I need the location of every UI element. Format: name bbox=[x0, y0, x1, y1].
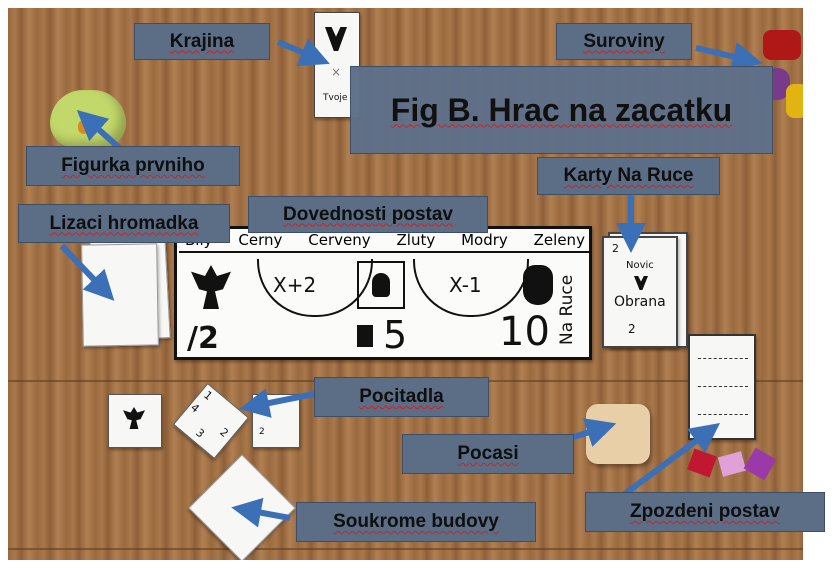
five-text: 5 bbox=[383, 313, 408, 357]
draw-pile-card bbox=[81, 243, 159, 347]
color-label: Zluty bbox=[396, 231, 436, 249]
x-plus-text: X+2 bbox=[273, 273, 317, 297]
landscape-text: Tvoje bbox=[323, 93, 348, 103]
landscape-mark: × bbox=[331, 65, 342, 79]
label-figurka: Figurka prvniho bbox=[26, 146, 240, 186]
person-icon-frame bbox=[357, 261, 405, 309]
divider bbox=[179, 251, 589, 253]
color-label: Zeleny bbox=[533, 231, 585, 249]
weather-die bbox=[586, 404, 650, 464]
person-icon bbox=[372, 273, 390, 297]
color-label: Modry bbox=[461, 231, 508, 249]
eagle-icon bbox=[123, 407, 145, 429]
gem-purple bbox=[743, 447, 777, 481]
eagle-icon bbox=[191, 265, 231, 309]
label-karty: Karty Na Ruce bbox=[537, 157, 720, 195]
hand-card-name: Obrana bbox=[614, 294, 666, 310]
figure-title: Fig B. Hrac na zacatku bbox=[350, 66, 773, 154]
color-row: Bily Cerny Cerveny Zluty Modry Zeleny bbox=[185, 231, 585, 249]
figure-face bbox=[78, 120, 90, 134]
counter-card-stack: 2 bbox=[252, 394, 300, 448]
counter-num: 2 bbox=[217, 425, 231, 440]
counter-card-rotated: 1 2 3 4 bbox=[172, 382, 250, 460]
counter-num: 3 bbox=[193, 426, 207, 441]
delay-card bbox=[688, 334, 756, 440]
player-board: Bily Cerny Cerveny Zluty Modry Zeleny X+… bbox=[174, 226, 592, 360]
label-pocasi: Pocasi bbox=[402, 434, 574, 474]
private-building-card bbox=[188, 454, 296, 560]
x-minus-text: X-1 bbox=[449, 273, 482, 297]
first-player-figure bbox=[50, 90, 126, 148]
gem-pink bbox=[717, 451, 747, 477]
ten-text: 10 bbox=[499, 309, 550, 355]
counter-num: 4 bbox=[188, 400, 202, 416]
label-suroviny: Suroviny bbox=[556, 23, 692, 60]
label-pocitadla: Pocitadla bbox=[314, 377, 489, 417]
half-text: /2 bbox=[187, 321, 219, 356]
color-label: Cerveny bbox=[308, 231, 371, 249]
hand-card-title: Novic bbox=[626, 260, 654, 271]
delay-line bbox=[698, 386, 748, 387]
label-soukrome: Soukrome budovy bbox=[296, 502, 536, 542]
label-dovednosti: Dovednosti postav bbox=[248, 196, 488, 233]
beer-icon bbox=[357, 325, 373, 347]
shield-icon bbox=[634, 276, 648, 290]
counter-small-num: 2 bbox=[259, 427, 265, 437]
hand-card: 2 Novic Obrana 2 bbox=[602, 236, 678, 348]
counter-num: 1 bbox=[201, 388, 215, 403]
color-label: Cerny bbox=[238, 231, 283, 249]
resource-cube-red bbox=[763, 30, 801, 60]
hand-card-corner: 2 bbox=[612, 242, 619, 255]
label-krajina: Krajina bbox=[134, 23, 270, 60]
money-bag-icon bbox=[523, 265, 553, 305]
label-zpozdeni: Zpozdeni postav bbox=[585, 492, 825, 532]
label-lizaci: Lizaci hromadka bbox=[18, 204, 230, 243]
counter-card-small bbox=[108, 394, 162, 448]
hand-card-num: 2 bbox=[628, 322, 636, 336]
na-ruce-text: Na Ruce bbox=[557, 274, 577, 345]
resource-cube-yellow bbox=[786, 84, 803, 118]
delay-line bbox=[698, 358, 748, 359]
plank-seam bbox=[8, 548, 803, 550]
gem-red bbox=[686, 448, 718, 478]
shield-icon bbox=[325, 27, 347, 51]
delay-line bbox=[698, 414, 748, 415]
